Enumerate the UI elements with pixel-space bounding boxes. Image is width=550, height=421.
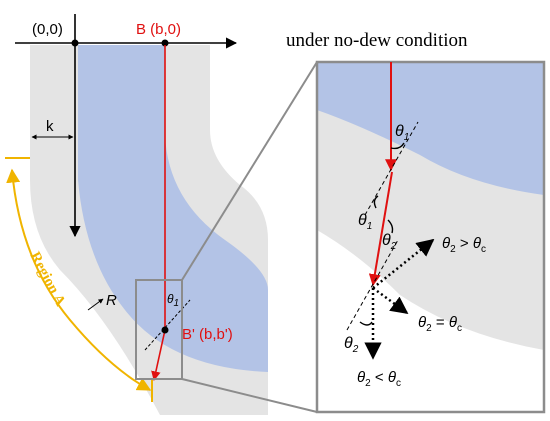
ray-equal-arrow — [372, 286, 409, 315]
cond-equal-label: θ2 = θc — [418, 314, 462, 334]
cond-greater-label: θ2 > θc — [442, 235, 486, 255]
inset-content — [317, 62, 544, 412]
inset-angle-arc-3 — [387, 219, 394, 234]
theta1-small-label: θ1 — [167, 292, 179, 309]
reflected-ray-left — [151, 329, 166, 381]
origin-label: (0,0) — [32, 21, 63, 38]
zoom-box — [135, 279, 183, 380]
inset-angle-arc-4 — [359, 321, 373, 326]
point-b — [161, 39, 169, 47]
inset-theta1-top: θ1 — [395, 123, 409, 143]
radius-arrow — [87, 298, 104, 311]
region-a-arc — [6, 168, 152, 391]
point-b-label: B (b,0) — [136, 21, 181, 38]
inset-normal-2 — [346, 239, 399, 331]
zoom-connector-bottom — [181, 378, 318, 413]
inset-refracted-ray — [368, 171, 393, 287]
inset-frame — [315, 60, 546, 414]
cond-less-label: θ2 < θc — [357, 369, 401, 389]
inset-title: under no-dew condition — [286, 30, 468, 51]
k-label: k — [46, 118, 54, 135]
r-label: R — [106, 292, 117, 309]
origin-point — [71, 39, 79, 47]
inset-theta2-mid: θ2 — [382, 232, 397, 252]
inset-normal-1 — [364, 121, 419, 216]
point-b-prime — [161, 326, 169, 334]
inset-angle-arc-2 — [373, 195, 379, 209]
zoom-connector-top — [181, 61, 318, 281]
inset-angle-arc-1 — [390, 142, 405, 150]
point-b-prime-label: B' (b,b') — [182, 326, 233, 343]
inset-theta1-mid: θ1 — [358, 212, 372, 232]
inset-core — [317, 62, 544, 195]
inset-theta2-bottom: θ2 — [344, 335, 359, 355]
